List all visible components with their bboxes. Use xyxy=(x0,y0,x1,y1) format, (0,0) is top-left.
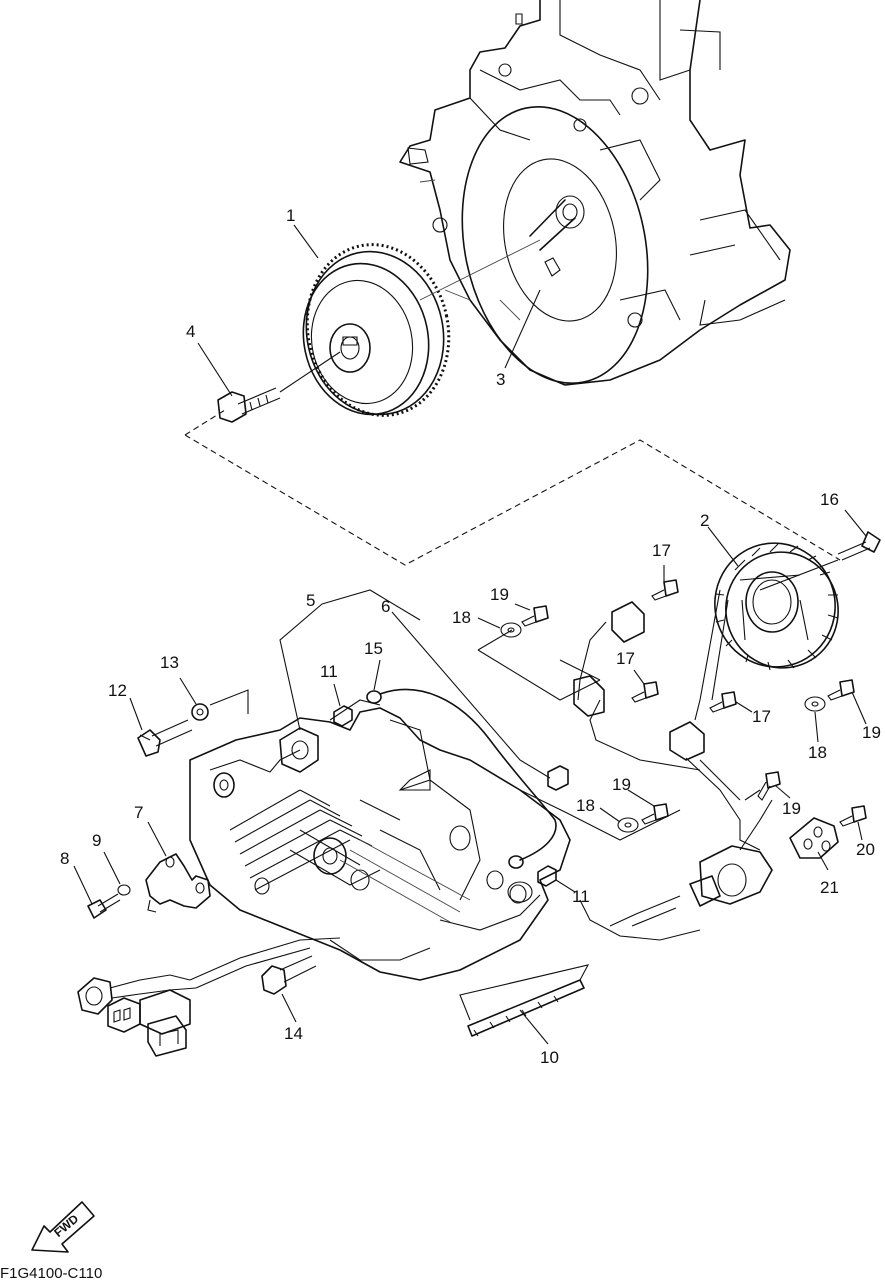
callout-18-right: 18 xyxy=(808,743,827,762)
callout-2: 2 xyxy=(700,511,709,530)
callout-19-lower: 19 xyxy=(612,775,631,794)
ground-wire xyxy=(366,688,557,869)
washers xyxy=(500,622,826,833)
wire-harness xyxy=(77,937,341,1057)
callout-15: 15 xyxy=(364,639,383,658)
bolt-14 xyxy=(261,955,317,995)
callout-11-top: 11 xyxy=(320,662,338,681)
assembly-dash-line xyxy=(184,409,841,566)
callout-6: 6 xyxy=(381,597,390,616)
callout-9: 9 xyxy=(92,831,101,850)
bolt-16 xyxy=(837,531,881,561)
pulser-coil xyxy=(573,601,761,851)
callout-18-lower: 18 xyxy=(576,796,595,815)
cable-grommet xyxy=(579,799,773,941)
stator-coil xyxy=(694,542,839,721)
callout-14: 14 xyxy=(284,1024,303,1043)
screw-8 xyxy=(87,884,131,919)
flywheel xyxy=(302,239,541,417)
fwd-arrow: FWD xyxy=(31,1201,95,1253)
callout-18-top: 18 xyxy=(452,608,471,627)
callout-17-top: 17 xyxy=(652,541,671,560)
callout-12: 12 xyxy=(108,681,127,700)
engine-block xyxy=(399,0,791,386)
fwd-label: FWD xyxy=(51,1211,81,1240)
callout-1: 1 xyxy=(286,206,295,225)
callout-4: 4 xyxy=(186,322,195,341)
callout-10: 10 xyxy=(540,1048,559,1067)
callout-19-terminal: 19 xyxy=(782,799,801,818)
flywheel-bolt xyxy=(217,351,341,423)
leader-lines xyxy=(73,224,867,1045)
callout-8: 8 xyxy=(60,849,69,868)
terminal-21 xyxy=(789,817,839,859)
callout-7: 7 xyxy=(134,803,143,822)
callout-3: 3 xyxy=(496,370,505,389)
callout-13: 13 xyxy=(160,653,179,672)
callout-17-mid: 17 xyxy=(616,649,635,668)
figure-code: F1G4100-C110 xyxy=(0,1265,102,1280)
callout-19-right: 19 xyxy=(862,723,881,742)
callout-5: 5 xyxy=(306,591,315,610)
callout-17-right: 17 xyxy=(752,707,771,726)
dash-frame-lower xyxy=(519,789,681,841)
mount-bracket xyxy=(145,853,211,913)
stator-teeth xyxy=(715,543,839,671)
callout-11-right: 11 xyxy=(572,887,590,906)
callout-numbers: 1 2 3 4 5 6 7 8 9 10 11 11 12 13 14 15 1… xyxy=(60,206,881,1067)
callout-21: 21 xyxy=(820,878,839,897)
electrical-box xyxy=(189,699,571,981)
callout-16: 16 xyxy=(820,490,839,509)
dash-frame-pulser xyxy=(477,629,601,701)
callout-20: 20 xyxy=(856,840,875,859)
cooling-fins xyxy=(229,789,381,891)
callout-19-top: 19 xyxy=(490,585,509,604)
bolt-12 xyxy=(137,689,249,757)
cable-tie xyxy=(459,964,590,1037)
